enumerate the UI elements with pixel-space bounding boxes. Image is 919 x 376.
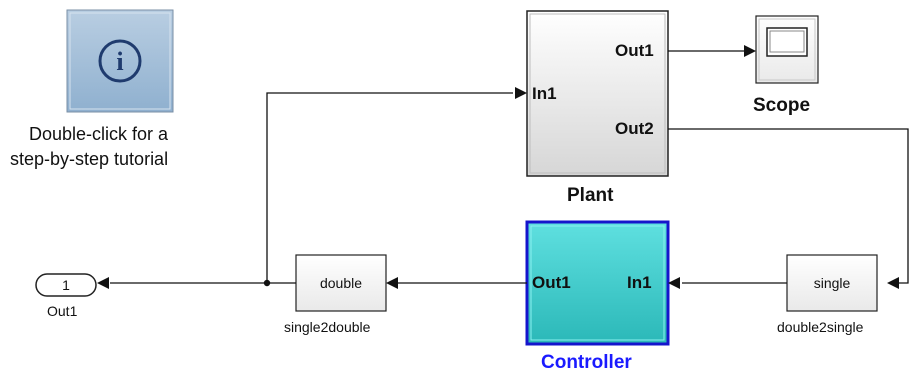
single2double-content: double [320, 275, 362, 291]
branch-point [263, 279, 271, 287]
info-caption-line2: step-by-step tutorial [10, 149, 169, 169]
outport-name: Out1 [47, 303, 78, 319]
line-branch-to-plant [266, 92, 513, 283]
outport-block[interactable]: 1 [35, 273, 97, 297]
controller-name: Controller [541, 352, 632, 373]
line-plant-to-double2single [668, 128, 909, 284]
svg-text:1: 1 [62, 277, 70, 293]
controller-block[interactable] [525, 220, 670, 346]
arrowheads [97, 45, 899, 289]
scope-block[interactable] [755, 15, 819, 84]
info-caption-line1: Double-click for a [29, 124, 169, 144]
signal-lines [110, 50, 909, 284]
info-block[interactable]: i [66, 9, 174, 113]
double2single-name: double2single [777, 319, 864, 335]
single2double-name: single2double [284, 319, 371, 335]
scope-icon [766, 27, 808, 57]
plant-out2-port-label: Out2 [615, 119, 654, 138]
scope-name: Scope [753, 95, 811, 116]
plant-in-port-label: In1 [532, 84, 557, 103]
double2single-block[interactable] [786, 254, 878, 312]
plant-block[interactable] [526, 10, 669, 177]
plant-out1-port-label: Out1 [615, 41, 654, 60]
plant-name: Plant [567, 185, 614, 206]
double2single-content: single [814, 275, 851, 291]
controller-out-port-label: Out1 [532, 273, 571, 292]
info-icon: i [98, 39, 142, 83]
controller-in-port-label: In1 [627, 273, 652, 292]
svg-text:i: i [116, 47, 123, 76]
